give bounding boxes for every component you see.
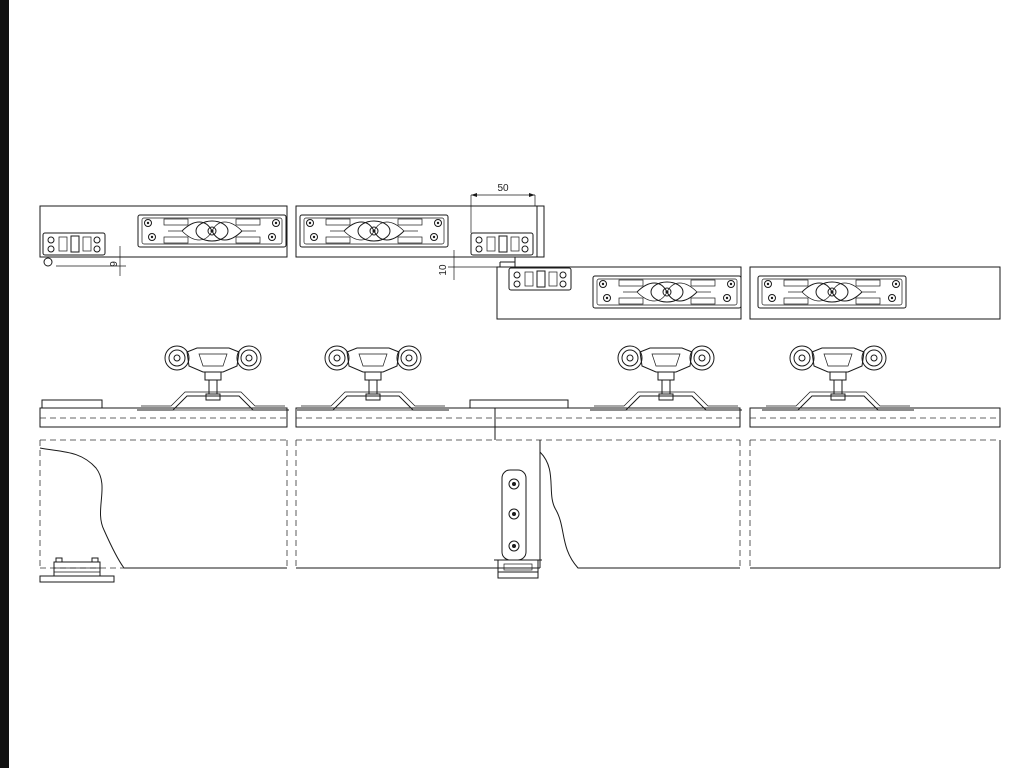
dimension-9-label: 9 — [109, 261, 120, 267]
dimension-9: 9 — [56, 246, 126, 276]
panel-3-top — [496, 266, 742, 320]
roller-carriage-3 — [589, 345, 743, 411]
door-panel-2 — [295, 439, 496, 569]
front-view — [39, 345, 1001, 583]
roller-carriage-1 — [136, 345, 290, 411]
door-panel-4 — [749, 439, 1001, 569]
panel-2-top — [295, 205, 545, 258]
panel-1-top — [39, 205, 288, 258]
door-panel-1 — [39, 439, 288, 583]
door-bracket — [494, 469, 542, 579]
dimension-10-label: 10 — [438, 264, 449, 276]
dimension-10: 10 — [438, 250, 497, 280]
door-panel-3 — [494, 439, 741, 579]
dimension-50-label: 50 — [497, 183, 509, 194]
roller-carriage-4 — [761, 345, 915, 411]
roller-carriage-2 — [296, 345, 450, 411]
dimension-50: 50 — [470, 183, 536, 233]
top-view: 50 9 10 — [39, 183, 1001, 320]
panel-4-top — [749, 266, 1001, 320]
left-edge-bar — [0, 0, 9, 768]
